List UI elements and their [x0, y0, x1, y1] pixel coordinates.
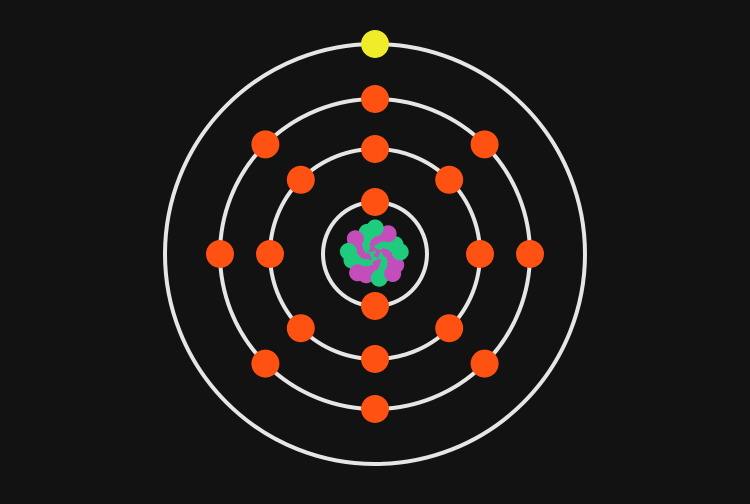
electron-shell-3 — [361, 395, 389, 423]
proton — [384, 265, 402, 282]
valence-electron-shell-4 — [361, 30, 389, 58]
electron-shell-2 — [361, 135, 389, 163]
neutron — [391, 243, 409, 261]
electron-shell-3 — [516, 240, 544, 268]
electron-shell-3 — [470, 349, 499, 378]
electron-shell-2 — [286, 314, 315, 343]
neutron — [370, 269, 388, 287]
electron-shell-2 — [435, 314, 464, 343]
proton — [379, 225, 397, 243]
neutron — [339, 243, 357, 260]
electron-shell-3 — [251, 349, 280, 378]
nucleus — [339, 219, 409, 287]
electron-shell-1 — [361, 188, 389, 216]
neutron — [366, 219, 384, 237]
proton — [346, 230, 364, 248]
electron-shell-2 — [466, 240, 494, 268]
proton — [349, 264, 367, 282]
electron-shell-2 — [256, 240, 284, 268]
electron-shell-1 — [361, 292, 389, 320]
electron-shell-2 — [361, 345, 389, 373]
electron-shell-3 — [361, 85, 389, 113]
electron-shell-3 — [470, 130, 499, 159]
electron-shell-2 — [435, 165, 464, 194]
electrons — [206, 30, 544, 423]
electron-shell-3 — [251, 130, 280, 159]
electron-shell-2 — [286, 165, 315, 194]
electron-shell-3 — [206, 240, 234, 268]
